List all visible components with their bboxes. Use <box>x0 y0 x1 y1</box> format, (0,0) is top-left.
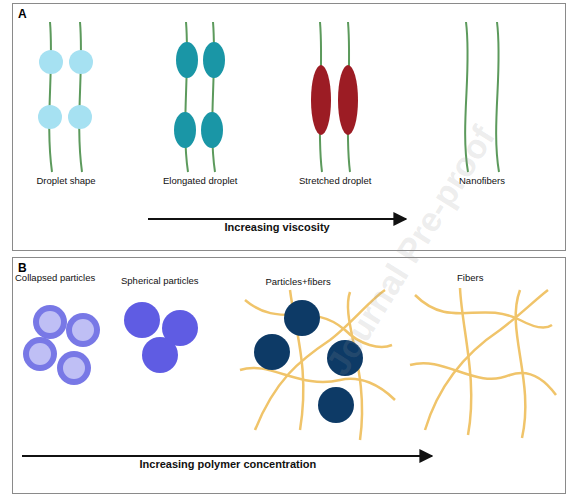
stage-label: Elongated droplet <box>163 175 237 186</box>
trend-label: Increasing polymer concentration <box>140 458 317 470</box>
trend-label: Increasing viscosity <box>225 221 330 233</box>
droplet <box>69 50 93 74</box>
green-fibers <box>49 22 499 172</box>
stage-label: Fibers <box>457 272 483 283</box>
particle-shell <box>23 337 57 371</box>
fiber <box>79 22 82 172</box>
spherical-particles <box>124 302 198 373</box>
trend-arrow <box>22 455 432 457</box>
collapsed-particles <box>23 305 100 385</box>
fiber <box>49 22 52 172</box>
particle-core <box>29 343 51 365</box>
elongated-droplet <box>201 112 223 148</box>
particle-shell <box>57 351 91 385</box>
stage-label: Collapsed particles <box>15 272 95 283</box>
fiber <box>460 288 471 435</box>
particle <box>124 302 160 338</box>
watermark: Journal Pre-proof <box>318 119 502 382</box>
fiber <box>516 290 526 438</box>
particle <box>254 334 290 370</box>
stage-label: Droplet shape <box>37 175 96 186</box>
elongated-droplet <box>174 112 196 148</box>
particle-shell <box>66 313 100 347</box>
stage-label: Stretched droplet <box>299 175 371 186</box>
stretched-droplet <box>311 65 331 135</box>
particle <box>284 300 320 336</box>
fiber <box>415 295 552 328</box>
particle-shell <box>33 305 67 339</box>
fiber <box>425 290 548 430</box>
particle-core <box>63 357 85 379</box>
droplet <box>39 50 63 74</box>
particle <box>142 337 178 373</box>
particle <box>318 387 354 423</box>
droplets <box>38 42 358 148</box>
elongated-droplet <box>176 42 198 78</box>
stretched-droplet <box>338 65 358 135</box>
fiber <box>240 368 395 400</box>
particle-core <box>72 319 94 341</box>
trend-arrow <box>148 218 406 220</box>
yellow-fibers <box>240 288 556 440</box>
fiber <box>410 363 556 395</box>
droplet <box>68 105 92 129</box>
panel-letter: A <box>18 7 27 21</box>
stage-label: Spherical particles <box>121 275 199 286</box>
stage-label: Particles+fibers <box>266 276 331 287</box>
elongated-droplet <box>203 42 225 78</box>
droplet <box>38 105 62 129</box>
particle-core <box>39 311 61 333</box>
